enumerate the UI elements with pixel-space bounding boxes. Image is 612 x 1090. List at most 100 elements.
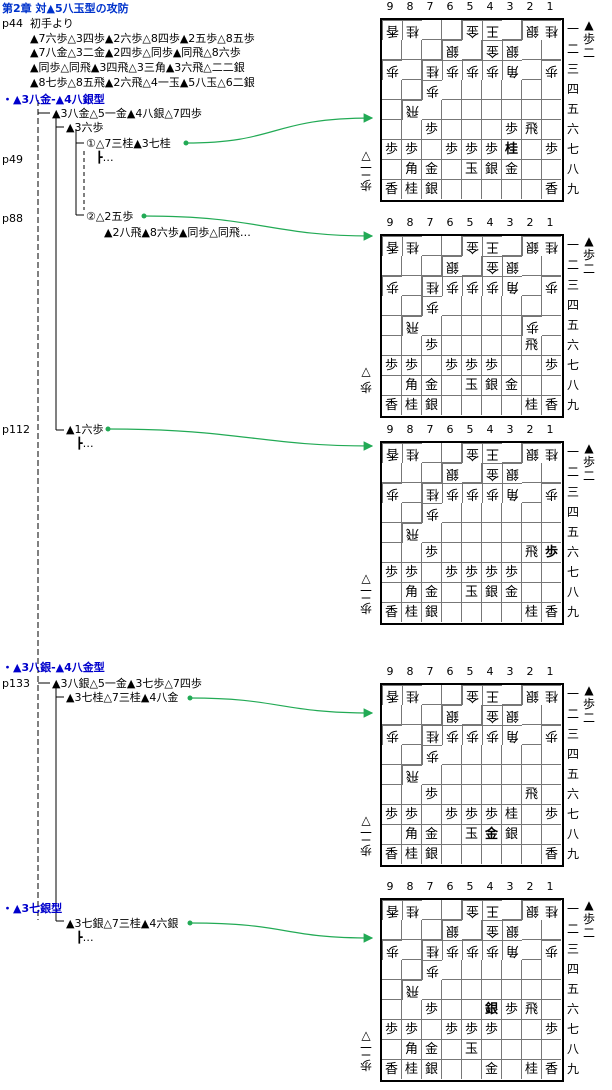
board-square: [522, 940, 542, 960]
row-number: 五: [566, 525, 579, 539]
board-square: [502, 316, 522, 336]
column-number: 1: [546, 880, 554, 893]
shogi-piece: 金: [462, 900, 482, 920]
shogi-piece: 歩: [422, 785, 442, 805]
board-square: [482, 960, 502, 980]
shogi-piece: 歩: [482, 563, 502, 583]
board-square: [522, 503, 542, 523]
shogi-piece: 歩: [542, 543, 561, 563]
shogi-piece: 飛: [402, 523, 422, 543]
column-number: 7: [426, 216, 434, 229]
shogi-piece: 歩: [462, 483, 482, 503]
board-square: [502, 296, 522, 316]
board-square: [542, 705, 561, 725]
page-ref-p88: p88: [2, 212, 23, 225]
row-number: 九: [566, 847, 579, 861]
board-square: [522, 80, 542, 100]
board-square: [482, 785, 502, 805]
board-square: [502, 960, 522, 980]
shogi-piece: 金: [482, 1060, 502, 1079]
shogi-piece: 王: [482, 900, 502, 920]
shogi-piece: 銀: [522, 685, 542, 705]
board-square: [402, 120, 422, 140]
board-square: [502, 100, 522, 120]
shogi-piece: 桂: [422, 276, 442, 296]
shogi-piece: 銀: [502, 920, 522, 940]
board-square: [422, 980, 442, 1000]
column-number: 5: [466, 423, 474, 436]
shogi-piece: 歩: [462, 563, 482, 583]
board-square: [382, 920, 402, 940]
board-square: [542, 316, 561, 336]
shogi-piece: 歩: [422, 543, 442, 563]
board-square: [382, 336, 402, 356]
board-square: [422, 900, 442, 920]
row-number: 八: [566, 1042, 579, 1056]
shogi-piece: 歩: [482, 356, 502, 376]
board-square: [442, 685, 462, 705]
board-square: [502, 80, 522, 100]
shogi-piece: 銀: [422, 396, 442, 415]
board-square: [522, 483, 542, 503]
shogi-piece: 歩: [422, 745, 442, 765]
column-number: 7: [426, 0, 434, 13]
shogi-piece: 香: [382, 20, 402, 40]
node-3-7-kei: ▲3七桂△7三桂▲4八金: [66, 691, 179, 704]
shogi-piece: 歩: [442, 940, 462, 960]
shogi-piece: 香: [382, 845, 402, 864]
board-square: [442, 765, 462, 785]
shogi-piece: 飛: [522, 543, 542, 563]
column-number: 2: [526, 665, 534, 678]
board-square: [522, 583, 542, 603]
shogi-piece: 歩: [422, 336, 442, 356]
shogi-piece: 歩: [462, 140, 482, 160]
board-square: [382, 523, 402, 543]
shogi-piece: 桂: [402, 180, 422, 199]
board-square: [382, 503, 402, 523]
shogi-piece: 歩: [542, 140, 561, 160]
row-number: 六: [566, 122, 579, 136]
shogi-piece: 桂: [402, 845, 422, 864]
shogi-piece: 金: [482, 40, 502, 60]
column-number: 1: [546, 216, 554, 229]
board-square: [462, 256, 482, 276]
shogi-piece: 香: [382, 396, 402, 415]
board-square: [402, 920, 422, 940]
shogi-piece: 歩: [542, 356, 561, 376]
column-number: 2: [526, 423, 534, 436]
shogi-piece: 桂: [542, 20, 561, 40]
board-square: [542, 523, 561, 543]
board-square: [482, 845, 502, 864]
board-square: [542, 745, 561, 765]
shogi-piece: 飛: [522, 336, 542, 356]
shogi-piece: 香: [544, 398, 558, 413]
shogi-piece: 飛: [402, 316, 422, 336]
shogi-piece: 金: [422, 1040, 442, 1060]
board-square: [442, 900, 462, 920]
column-number: 3: [506, 665, 514, 678]
shogi-piece: 歩: [382, 940, 402, 960]
board-square: [422, 40, 442, 60]
board-square: [502, 765, 522, 785]
board-square: [382, 160, 402, 180]
board-grid: 香桂金王銀桂銀金銀歩桂歩歩歩角歩歩飛歩飛歩歩歩歩歩歩歩角金玉銀金香桂銀桂香: [380, 441, 564, 625]
shogi-piece: 歩: [482, 725, 502, 745]
shogi-piece: 香: [382, 685, 402, 705]
board-square: [382, 980, 402, 1000]
board-square: [462, 603, 482, 622]
shogi-piece: 歩: [462, 805, 482, 825]
row-number: 九: [566, 605, 579, 619]
board-square: [462, 296, 482, 316]
column-number: 6: [446, 0, 454, 13]
board-square: [462, 745, 482, 765]
board-square: [522, 805, 542, 825]
shogi-piece: 金: [462, 236, 482, 256]
shogi-piece: 歩: [542, 940, 561, 960]
shogi-piece: 桂: [402, 236, 422, 256]
board-square: [502, 745, 522, 765]
board-square: [462, 523, 482, 543]
shogi-piece: 桂: [402, 20, 422, 40]
shogi-piece: 桂: [422, 725, 442, 745]
shogi-piece: 桂: [402, 443, 422, 463]
